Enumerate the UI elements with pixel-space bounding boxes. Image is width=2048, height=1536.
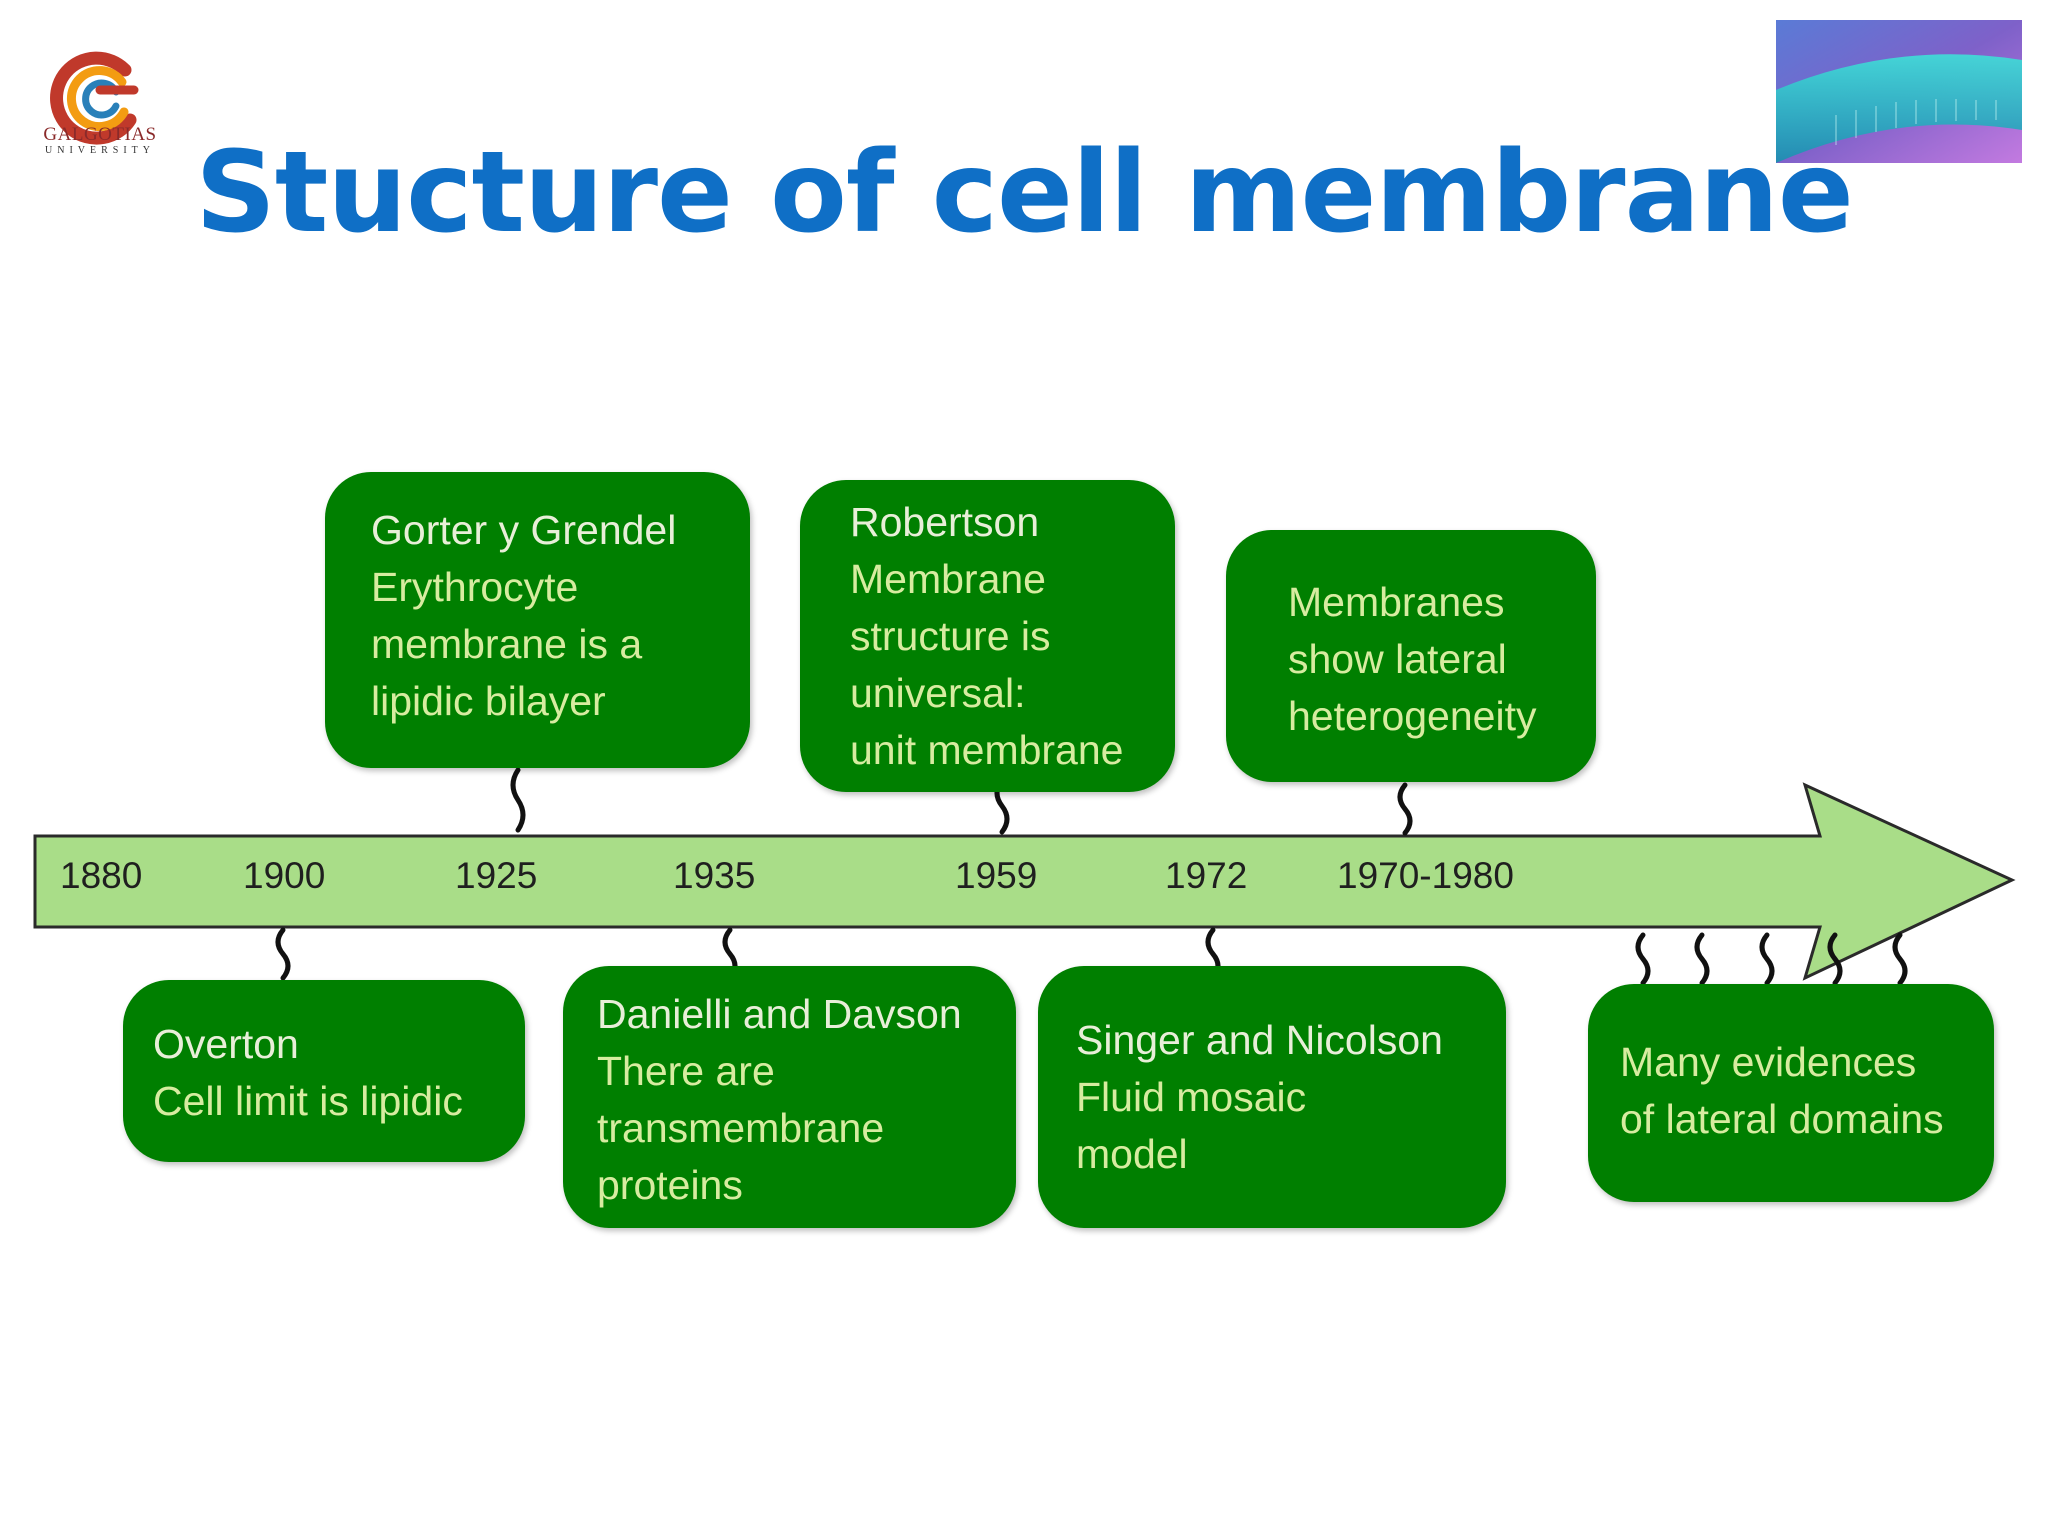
event-line: lipidic bilayer [371,678,606,724]
logo-subtitle: UNIVERSITY [45,145,155,156]
year-label: 1959 [955,855,1038,896]
connector-evidence-1 [1635,932,1651,986]
event-line: heterogeneity [1288,693,1537,739]
event-line: structure is [850,613,1051,659]
connector-evidence-2 [1694,932,1710,986]
event-line: Many evidences [1620,1039,1917,1085]
year-label: 1935 [673,855,756,896]
year-label: 1970-1980 [1337,855,1514,896]
connector-evidence-3 [1759,932,1775,986]
event-line: Gorter y Grendel [371,507,677,553]
event-line: of lateral domains [1620,1096,1944,1142]
event-line: show lateral [1288,636,1507,682]
event-line: membrane is a [371,621,643,667]
connector-evidence-4 [1827,932,1843,986]
event-line: universal: [850,670,1026,716]
connector-evidence-5 [1892,932,1908,986]
galgotias-logo-icon [50,51,139,145]
event-line: unit membrane [850,727,1124,773]
event-line: model [1076,1131,1188,1177]
event-line: Fluid mosaic [1076,1074,1307,1120]
logo-name: GALGOTIAS [43,124,157,145]
year-label: 1880 [60,855,143,896]
event-box-overton: Overton Cell limit is lipidic [123,980,525,1162]
event-box-gorter-grendel: Gorter y Grendel Erythrocyte membrane is… [325,472,750,768]
event-line: Robertson [850,499,1040,545]
connector-1925 [510,767,526,833]
event-line: Erythrocyte [371,564,579,610]
event-line: proteins [597,1162,743,1208]
year-label: 1972 [1165,855,1248,896]
connector-1970-1980 [1397,782,1413,836]
event-box-singer-nicolson: Singer and Nicolson Fluid mosaic model [1038,966,1506,1228]
slide-title: Stucture of cell membrane [195,128,1854,258]
event-line: Singer and Nicolson [1076,1017,1443,1063]
event-line: Overton [153,1021,299,1067]
event-box-lateral-heterogeneity: Membranes show lateral heterogeneity [1226,530,1596,782]
event-box-lateral-domains: Many evidences of lateral domains [1588,984,1994,1202]
event-box-robertson: Robertson Membrane structure is universa… [800,480,1175,792]
membrane-image [1776,20,2022,163]
year-label: 1925 [455,855,538,896]
timeline-arrow [33,782,2016,981]
connector-1900 [275,927,291,981]
event-line: Membrane [850,556,1046,602]
event-line: Cell limit is lipidic [153,1078,463,1124]
event-line: transmembrane [597,1105,885,1151]
event-line: Membranes [1288,579,1505,625]
event-line: There are [597,1048,775,1094]
event-line: Danielli and Davson [597,991,962,1037]
event-box-danielli-davson: Danielli and Davson There are transmembr… [563,966,1016,1228]
year-label: 1900 [243,855,326,896]
